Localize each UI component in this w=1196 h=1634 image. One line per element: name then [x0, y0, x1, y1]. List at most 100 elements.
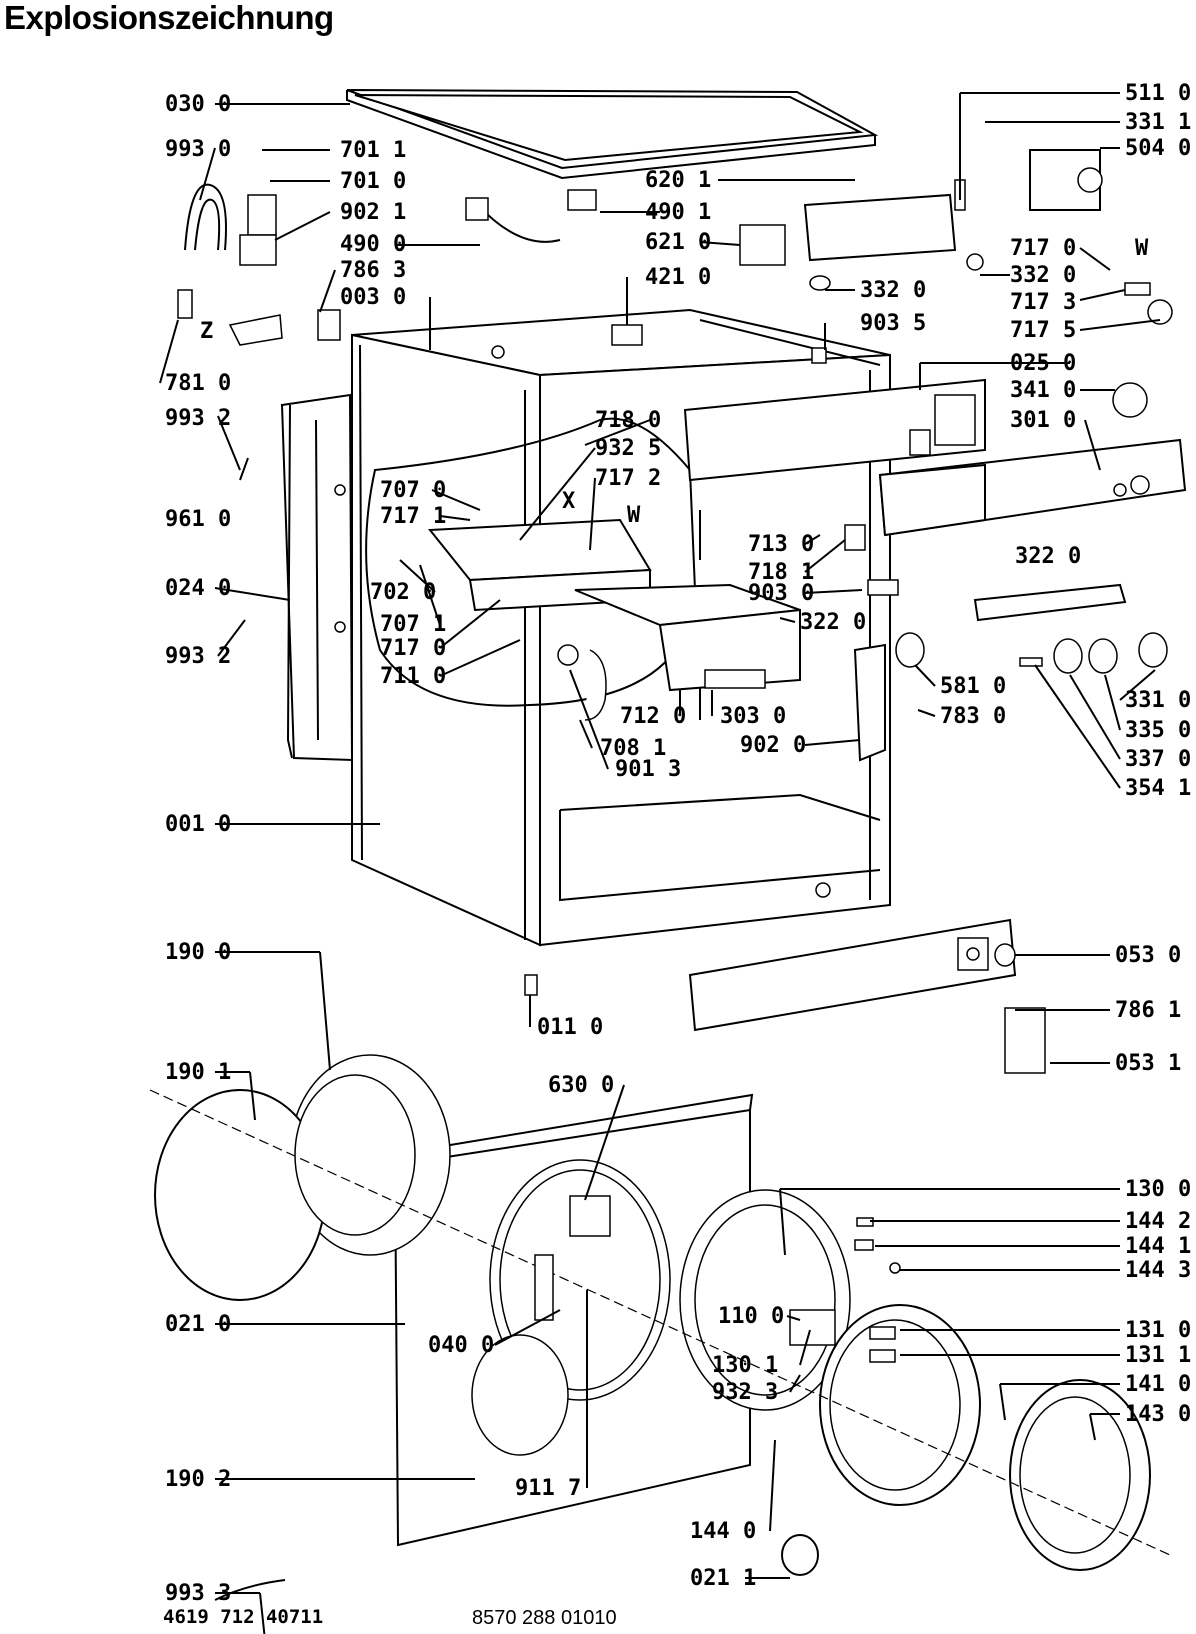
leader-lines	[159, 92, 1161, 1634]
label-025-0: 025 0	[1010, 351, 1076, 376]
label-331-1-a: 331 1	[1125, 110, 1191, 135]
label-902-0: 902 0	[740, 733, 806, 758]
label-190-0: 190 0	[165, 940, 231, 965]
door-axis-line	[149, 1089, 1171, 1556]
label-707-0: 707 0	[380, 478, 446, 503]
label-581-0: 581 0	[940, 674, 1006, 699]
label-144-3: 144 3	[1125, 1258, 1191, 1283]
label-901-3: 901 3	[615, 757, 681, 782]
label-001-0: 001 0	[165, 812, 231, 837]
label-011-0: 011 0	[537, 1015, 603, 1040]
label-322-0-a: 322 0	[1015, 544, 1081, 569]
page-title: Explosionszeichnung	[4, 0, 334, 36]
label-701-0: 701 0	[340, 169, 406, 194]
label-421-0: 421 0	[645, 265, 711, 290]
label-713-0: 713 0	[748, 532, 814, 557]
label-932-5: 932 5	[595, 436, 661, 461]
label-131-1: 131 1	[1125, 1343, 1191, 1368]
control-panel	[683, 378, 1187, 622]
label-707-1: 707 1	[380, 612, 446, 637]
label-993-0: 993 0	[165, 137, 231, 162]
label-021-1: 021 1	[690, 1566, 756, 1591]
label-341-0: 341 0	[1010, 378, 1076, 403]
label-620-1: 620 1	[645, 168, 711, 193]
label-131-0: 131 0	[1125, 1318, 1191, 1343]
label-337-0: 337 0	[1125, 747, 1191, 772]
part-labels: 030 0 993 0 701 1 701 0 902 1 490 0 490 …	[165, 81, 1191, 1606]
label-053-0: 053 0	[1115, 943, 1181, 968]
label-003-0: 003 0	[340, 285, 406, 310]
label-712-0: 712 0	[620, 704, 686, 729]
label-X: X	[562, 489, 575, 514]
label-130-0: 130 0	[1125, 1177, 1191, 1202]
plinth-panel	[688, 918, 1017, 1032]
label-Z: Z	[200, 319, 213, 344]
label-783-0: 783 0	[940, 704, 1006, 729]
label-717-0-b: 717 0	[380, 636, 446, 661]
label-053-1: 053 1	[1115, 1051, 1181, 1076]
label-621-0: 621 0	[645, 230, 711, 255]
label-141-0: 141 0	[1125, 1372, 1191, 1397]
label-717-0: 717 0	[1010, 236, 1076, 261]
label-993-2-a: 993 2	[165, 406, 231, 431]
label-717-1: 717 1	[380, 504, 446, 529]
front-panel	[393, 1093, 754, 1547]
label-040-0: 040 0	[428, 1333, 494, 1358]
label-786-1: 786 1	[1115, 998, 1181, 1023]
label-717-5: 717 5	[1010, 318, 1076, 343]
label-718-1: 718 1	[748, 560, 814, 585]
label-903-5: 903 5	[860, 311, 926, 336]
label-630-0: 630 0	[548, 1073, 614, 1098]
label-490-0: 490 0	[340, 232, 406, 257]
label-993-2-b: 993 2	[165, 644, 231, 669]
label-144-0: 144 0	[690, 1519, 756, 1544]
label-718-0: 718 0	[595, 408, 661, 433]
label-144-1: 144 1	[1125, 1234, 1191, 1259]
label-504-0: 504 0	[1125, 136, 1191, 161]
label-702-0: 702 0	[370, 580, 436, 605]
label-708-1: 708 1	[600, 736, 666, 761]
label-781-0: 781 0	[165, 371, 231, 396]
detergent-assembly	[365, 417, 801, 721]
label-W-1: W	[1135, 236, 1149, 261]
label-024-0: 024 0	[165, 576, 231, 601]
label-130-1: 130 1	[712, 1353, 778, 1378]
label-903-0: 903 0	[748, 581, 814, 606]
label-301-0: 301 0	[1010, 408, 1076, 433]
label-354-1: 354 1	[1125, 776, 1191, 801]
label-490-1: 490 1	[645, 200, 711, 225]
selector-switch-parts	[214, 149, 1173, 1601]
label-144-2: 144 2	[1125, 1209, 1191, 1234]
label-932-3: 932 3	[712, 1380, 778, 1405]
label-W-2: W	[627, 503, 641, 528]
label-303-0: 303 0	[720, 704, 786, 729]
footer-code-center: 8570 288 01010	[472, 1607, 617, 1629]
label-143-0: 143 0	[1125, 1402, 1191, 1427]
label-322-0-b: 322 0	[800, 610, 866, 635]
label-110-0: 110 0	[718, 1304, 784, 1329]
footer-code-left: 4619 712 40711	[163, 1606, 324, 1628]
label-717-2: 717 2	[595, 466, 661, 491]
label-511-0: 511 0	[1125, 81, 1191, 106]
label-331-0: 331 0	[1125, 688, 1191, 713]
label-961-0: 961 0	[165, 507, 231, 532]
label-190-1: 190 1	[165, 1060, 231, 1085]
label-902-1: 902 1	[340, 200, 406, 225]
label-701-1: 701 1	[340, 138, 406, 163]
label-030-0: 030 0	[165, 92, 231, 117]
label-332-0-a: 332 0	[860, 278, 926, 303]
label-786-3: 786 3	[340, 258, 406, 283]
top-lid	[346, 89, 879, 180]
door-assembly	[154, 1054, 1151, 1576]
label-717-3: 717 3	[1010, 290, 1076, 315]
label-911-7: 911 7	[515, 1476, 581, 1501]
label-332-0-b: 332 0	[1010, 263, 1076, 288]
back-panel	[280, 393, 354, 762]
label-711-0: 711 0	[380, 664, 446, 689]
label-335-0: 335 0	[1125, 718, 1191, 743]
inlet-hoses	[177, 183, 597, 346]
label-021-0: 021 0	[165, 1312, 231, 1337]
label-993-3: 993 3	[165, 1581, 231, 1606]
label-190-2: 190 2	[165, 1467, 231, 1492]
